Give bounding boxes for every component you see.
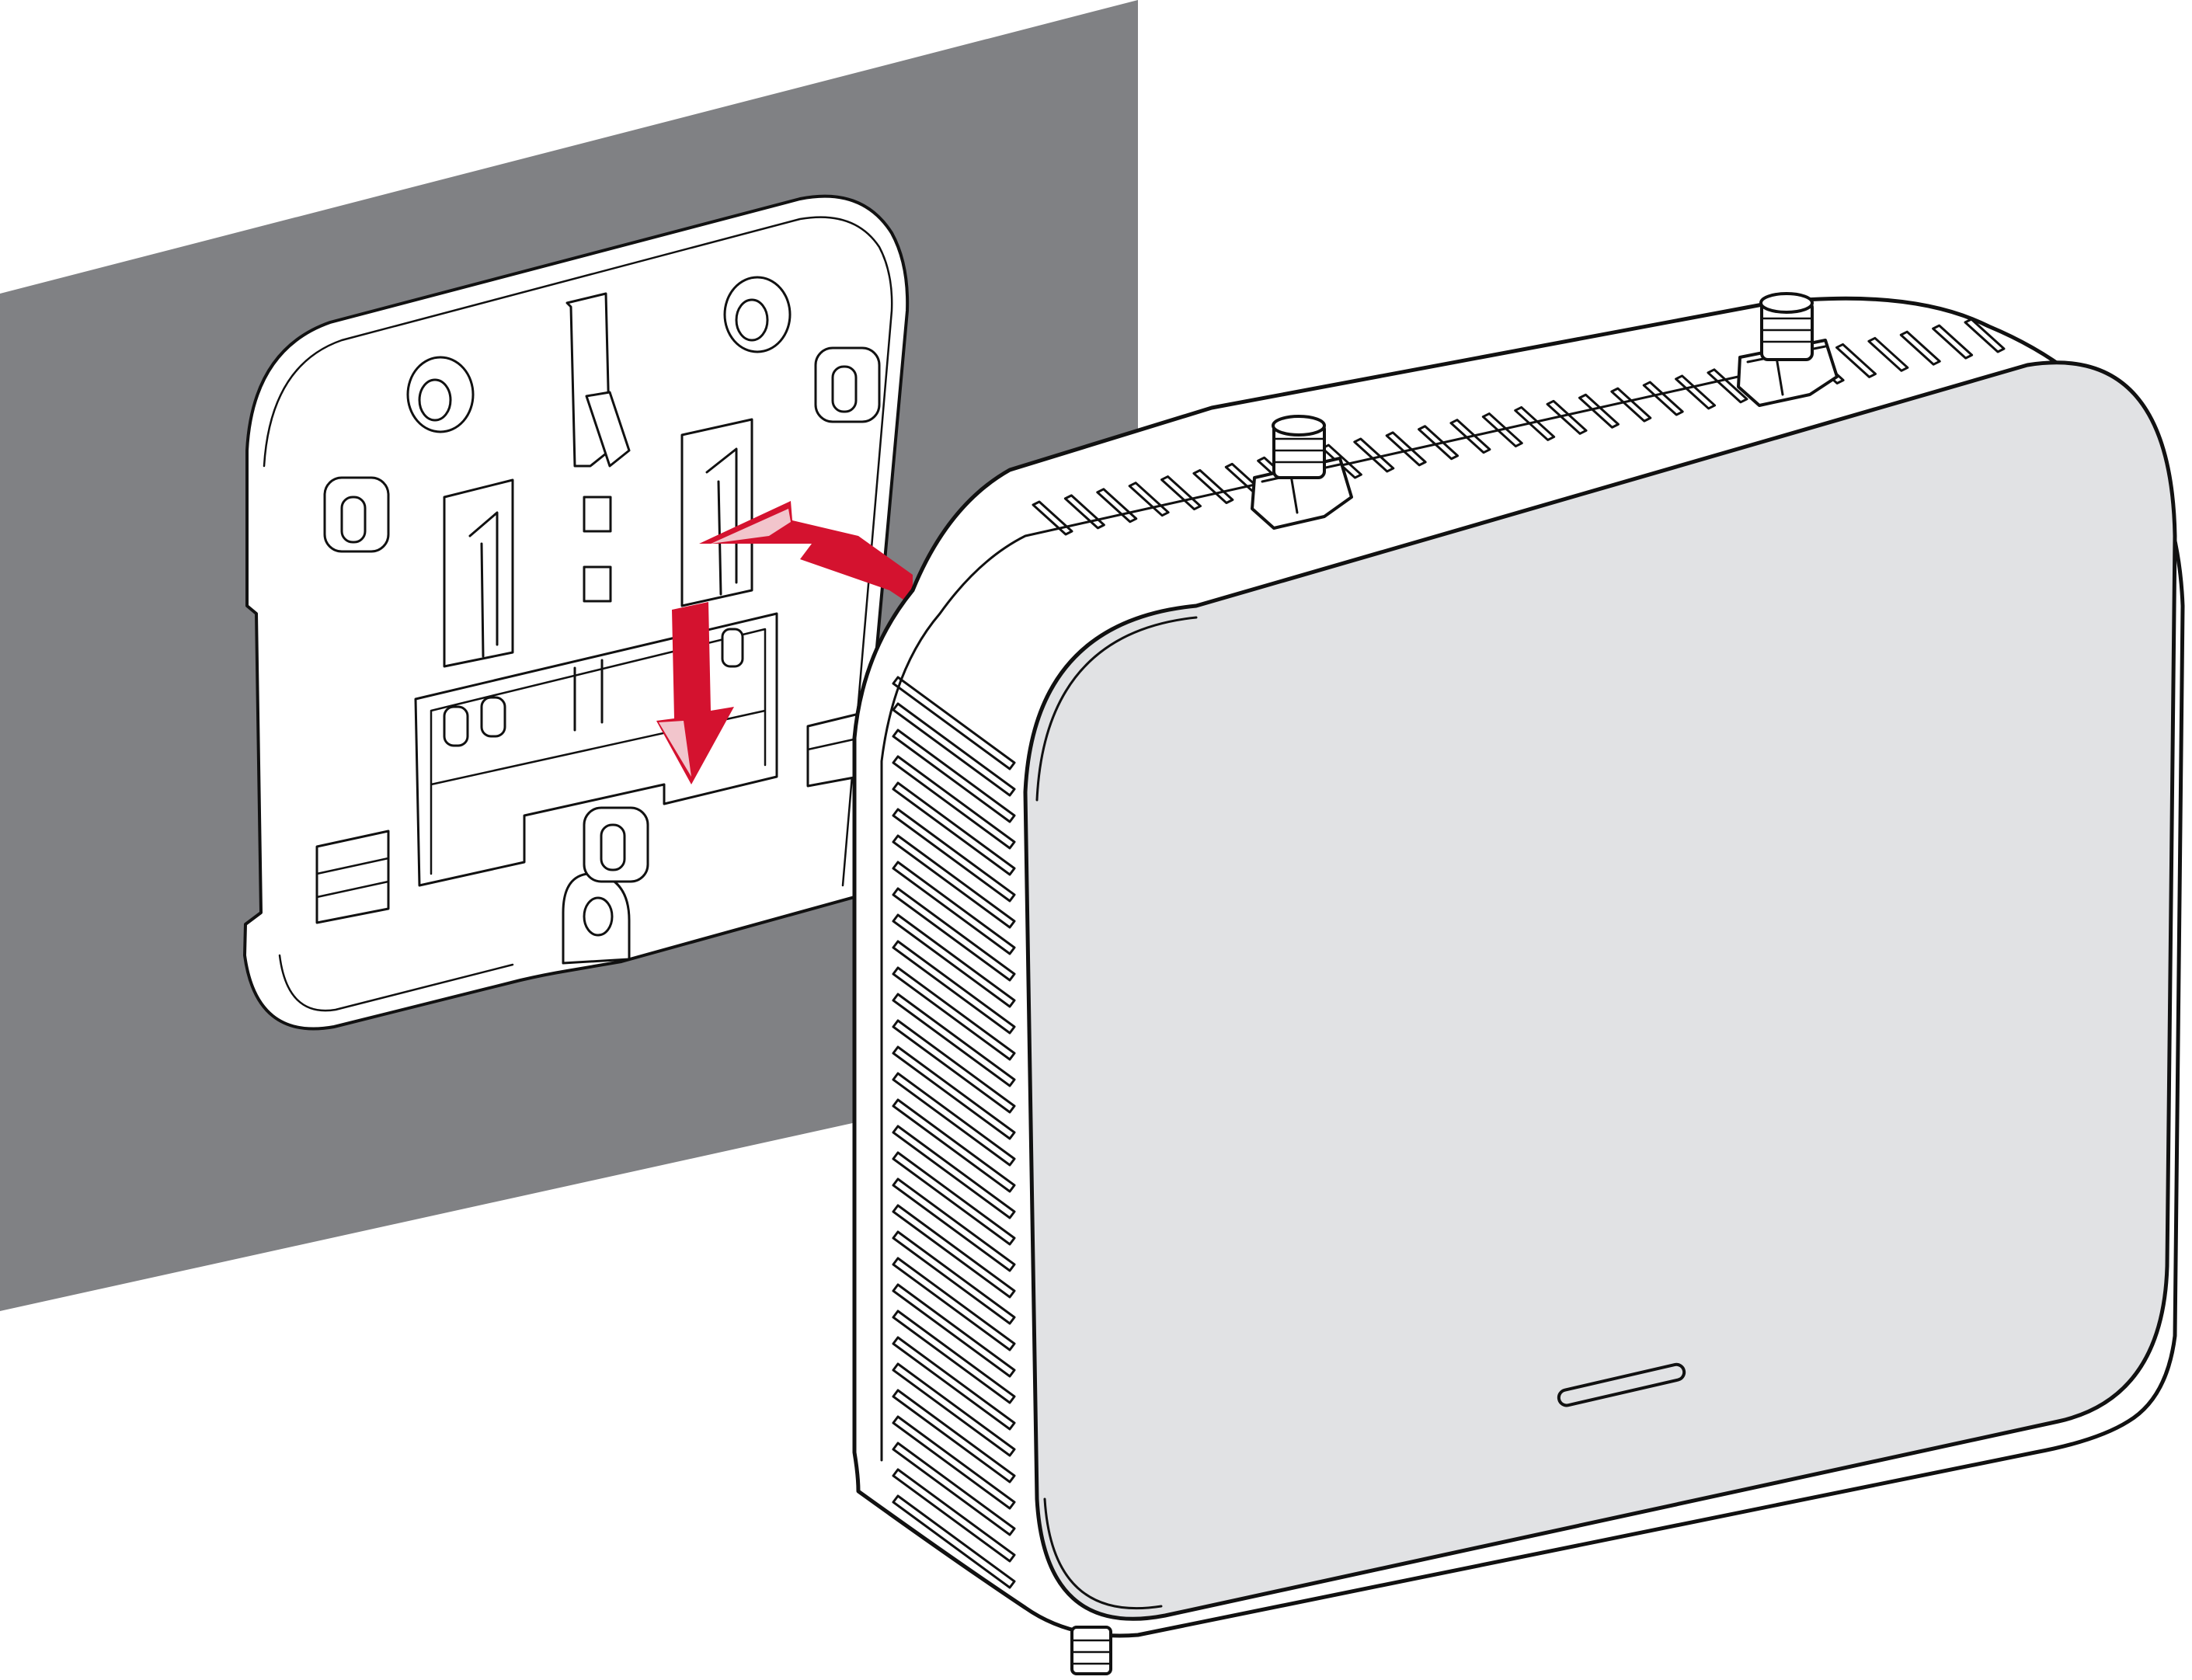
vent-slot (1385, 431, 1427, 467)
vent-slot (892, 1151, 1016, 1246)
vent-slot (1675, 374, 1717, 410)
clip-left (323, 476, 390, 553)
center-tab (565, 292, 631, 603)
vent-slot (1128, 482, 1170, 517)
vent-slot (892, 966, 1016, 1061)
vent-slot (892, 1310, 1016, 1404)
vent-slot (892, 1336, 1016, 1431)
vent-slot (1481, 412, 1523, 448)
vent-slot (892, 729, 1016, 823)
vent-slot (1707, 368, 1748, 404)
vent-slot (892, 1230, 1016, 1325)
vent-slot (1835, 343, 1877, 378)
vent-slot (892, 834, 1016, 929)
vent-slots-left (892, 676, 1016, 1589)
vent-slot (892, 1494, 1016, 1589)
slot-left (443, 478, 514, 668)
vent-slot (892, 913, 1016, 1008)
vent-slot (1418, 425, 1460, 461)
screw-hole-bottom (562, 872, 631, 965)
vent-slot (1353, 437, 1395, 473)
vent-slot (892, 1415, 1016, 1510)
vent-slot (1449, 419, 1491, 454)
vent-slot (1192, 468, 1234, 504)
vent-slot (892, 1283, 1016, 1378)
vent-slot (1642, 381, 1684, 416)
vent-slot (892, 1257, 1016, 1351)
vent-slot (892, 1177, 1016, 1272)
vent-slot (892, 940, 1016, 1035)
vent-slot (892, 887, 1016, 982)
vent-slot (1610, 387, 1652, 423)
vent-slot (892, 1362, 1016, 1457)
vent-slot (1514, 405, 1556, 441)
vent-slot (892, 1098, 1016, 1193)
screw-hole-top-left (406, 356, 475, 433)
vent-slot (1964, 318, 2006, 353)
vent-slot (1160, 475, 1202, 511)
vent-slot (1578, 393, 1620, 429)
arrow-push-icon (699, 501, 913, 606)
vent-slot (892, 1019, 1016, 1114)
vent-slot (1063, 494, 1105, 530)
antenna-connector-bottom (1070, 1626, 1112, 1675)
mounting-bracket (243, 194, 910, 1031)
vent-slot (892, 861, 1016, 955)
vent-slot (1032, 500, 1073, 536)
vent-slot (1932, 324, 1974, 360)
vent-slot (892, 1389, 1016, 1483)
vent-slot (1867, 336, 1909, 372)
clip-right (814, 346, 881, 423)
device-front-face (1023, 360, 2177, 1621)
vent-slot (892, 993, 1016, 1087)
clip-bottom (583, 806, 649, 883)
vent-slot (892, 781, 1016, 876)
screw-hole-top-right (723, 276, 792, 353)
arrow-slide-down-icon (656, 602, 734, 784)
notch-left (315, 830, 390, 924)
vent-slot (1546, 399, 1588, 435)
vent-slots-top (1032, 318, 2006, 536)
slot-right (680, 418, 753, 607)
vent-slot (892, 1045, 1016, 1140)
status-led (1557, 1362, 1686, 1407)
vent-slot (892, 1442, 1016, 1536)
vent-slot (1899, 330, 1941, 366)
access-point (852, 292, 2185, 1675)
vent-slot (892, 1072, 1016, 1167)
vent-slot (892, 1125, 1016, 1219)
vent-slot (892, 1468, 1016, 1563)
vent-slot (892, 1204, 1016, 1299)
vent-slot (892, 755, 1016, 850)
antenna-connector-right (1737, 292, 1839, 407)
vent-slot (892, 808, 1016, 903)
vent-slot (892, 676, 1016, 770)
vent-slot (1096, 488, 1138, 523)
vent-slot (892, 702, 1016, 797)
antenna-connector-left (1251, 415, 1353, 530)
